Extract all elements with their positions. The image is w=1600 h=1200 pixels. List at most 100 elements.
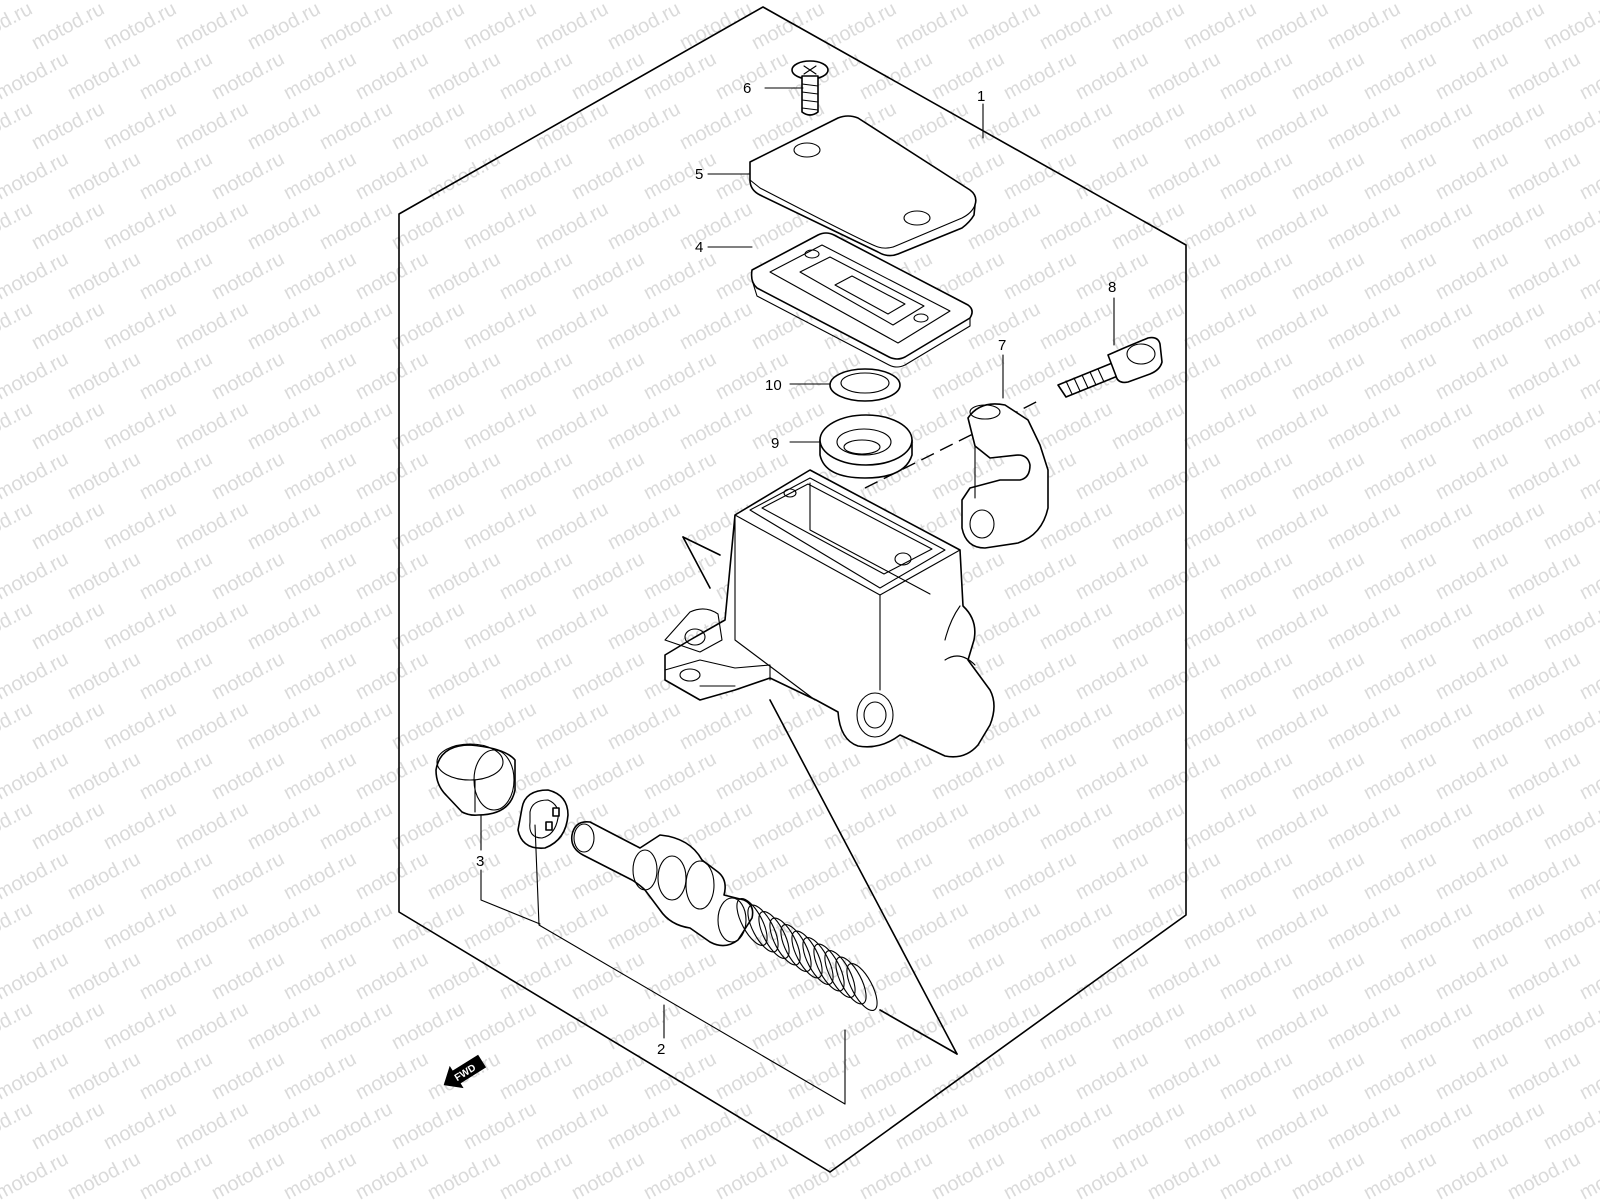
watermark-text: motod.ru — [1396, 398, 1476, 454]
watermark-text: motod.ru — [1576, 648, 1600, 704]
watermark-text: motod.ru — [856, 1148, 936, 1200]
watermark-text: motod.ru — [424, 348, 504, 404]
spring-coil — [747, 904, 779, 953]
watermark-text: motod.ru — [1108, 1098, 1188, 1154]
watermark-text: motod.ru — [1288, 248, 1368, 304]
watermark-text: motod.ru — [1324, 498, 1404, 554]
watermark-text: motod.ru — [1468, 298, 1548, 354]
watermark-text: motod.ru — [1000, 948, 1080, 1004]
watermark-text: motod.ru — [1540, 398, 1600, 454]
watermark-text: motod.ru — [532, 1098, 612, 1154]
watermark-text: motod.ru — [424, 548, 504, 604]
watermark-text: motod.ru — [532, 998, 612, 1054]
watermark-text: motod.ru — [1576, 448, 1600, 504]
callout-10: 10 — [765, 377, 782, 394]
watermark-text: motod.ru — [1576, 748, 1600, 804]
watermark-text: motod.ru — [244, 98, 324, 154]
watermark-text: motod.ru — [64, 0, 144, 4]
callout-4: 4 — [695, 239, 703, 256]
callout-6: 6 — [743, 80, 751, 97]
watermark-text: motod.ru — [1144, 0, 1224, 4]
watermark-text: motod.ru — [64, 1148, 144, 1200]
watermark-text: motod.ru — [640, 348, 720, 404]
watermark-text: motod.ru — [1324, 298, 1404, 354]
watermark-text: motod.ru — [748, 998, 828, 1054]
callout-8: 8 — [1108, 279, 1116, 296]
watermark-text: motod.ru — [712, 748, 792, 804]
watermark-text: motod.ru — [1036, 98, 1116, 154]
watermark-text: motod.ru — [28, 398, 108, 454]
watermark-text: motod.ru — [1324, 1098, 1404, 1154]
watermark-text: motod.ru — [172, 298, 252, 354]
watermark-text: motod.ru — [676, 1098, 756, 1154]
watermark-text: motod.ru — [352, 1048, 432, 1104]
watermark-text: motod.ru — [136, 948, 216, 1004]
watermark-text: motod.ru — [424, 248, 504, 304]
watermark-text: motod.ru — [1324, 998, 1404, 1054]
watermark-text: motod.ru — [244, 698, 324, 754]
watermark-text: motod.ru — [640, 1148, 720, 1200]
watermark-text: motod.ru — [676, 998, 756, 1054]
watermark-text: motod.ru — [1576, 0, 1600, 4]
watermark-text: motod.ru — [316, 398, 396, 454]
watermark-text: motod.ru — [1108, 998, 1188, 1054]
watermark-text: motod.ru — [64, 148, 144, 204]
watermark-text: motod.ru — [208, 448, 288, 504]
watermark-text: motod.ru — [1000, 148, 1080, 204]
watermark-text: motod.ru — [496, 48, 576, 104]
watermark-text: motod.ru — [100, 598, 180, 654]
watermark-text: motod.ru — [1360, 448, 1440, 504]
watermark-text: motod.ru — [100, 98, 180, 154]
watermark-text: motod.ru — [1540, 898, 1600, 954]
watermark-text: motod.ru — [964, 1098, 1044, 1154]
watermark-text: motod.ru — [208, 948, 288, 1004]
callout-3: 3 — [476, 853, 484, 870]
watermark-text: motod.ru — [928, 0, 1008, 4]
watermark-text: motod.ru — [0, 998, 36, 1054]
watermark-text: motod.ru — [280, 548, 360, 604]
watermark-text: motod.ru — [1432, 948, 1512, 1004]
watermark-text: motod.ru — [1252, 498, 1332, 554]
watermark-text: motod.ru — [280, 0, 360, 4]
watermark-text: motod.ru — [1504, 748, 1584, 804]
watermark-text: motod.ru — [0, 248, 72, 304]
watermark-text: motod.ru — [0, 48, 72, 104]
watermark-text: motod.ru — [1360, 1148, 1440, 1200]
watermark-text: motod.ru — [0, 348, 72, 404]
watermark-text: motod.ru — [244, 498, 324, 554]
watermark-text: motod.ru — [676, 198, 756, 254]
watermark-text: motod.ru — [136, 1048, 216, 1104]
watermark-text: motod.ru — [244, 998, 324, 1054]
watermark-text: motod.ru — [1252, 598, 1332, 654]
watermark-text: motod.ru — [0, 598, 36, 654]
watermark-text: motod.ru — [0, 698, 36, 754]
watermark-text: motod.ru — [1396, 798, 1476, 854]
watermark-text: motod.ru — [1396, 898, 1476, 954]
watermark-text: motod.ru — [1144, 648, 1224, 704]
watermark-text: motod.ru — [820, 998, 900, 1054]
watermark-text: motod.ru — [280, 148, 360, 204]
watermark-text: motod.ru — [352, 848, 432, 904]
watermark-text: motod.ru — [424, 848, 504, 904]
watermark-text: motod.ru — [1000, 1048, 1080, 1104]
watermark-text: motod.ru — [892, 1098, 972, 1154]
watermark-text: motod.ru — [0, 848, 72, 904]
watermark-text: motod.ru — [316, 598, 396, 654]
watermark-text: motod.ru — [460, 298, 540, 354]
watermark-text: motod.ru — [712, 1148, 792, 1200]
watermark-text: motod.ru — [856, 748, 936, 804]
watermark-text: motod.ru — [1288, 348, 1368, 404]
watermark-text: motod.ru — [712, 948, 792, 1004]
watermark-text: motod.ru — [280, 448, 360, 504]
watermark-text: motod.ru — [352, 948, 432, 1004]
watermark-text: motod.ru — [1000, 848, 1080, 904]
watermark-text: motod.ru — [1432, 548, 1512, 604]
watermark-text: motod.ru — [1216, 748, 1296, 804]
callout-7: 7 — [998, 337, 1006, 354]
watermark-text: motod.ru — [604, 1098, 684, 1154]
spring — [736, 898, 878, 1011]
callout-5: 5 — [695, 166, 703, 183]
watermark-text: motod.ru — [424, 448, 504, 504]
watermark-text: motod.ru — [64, 1048, 144, 1104]
